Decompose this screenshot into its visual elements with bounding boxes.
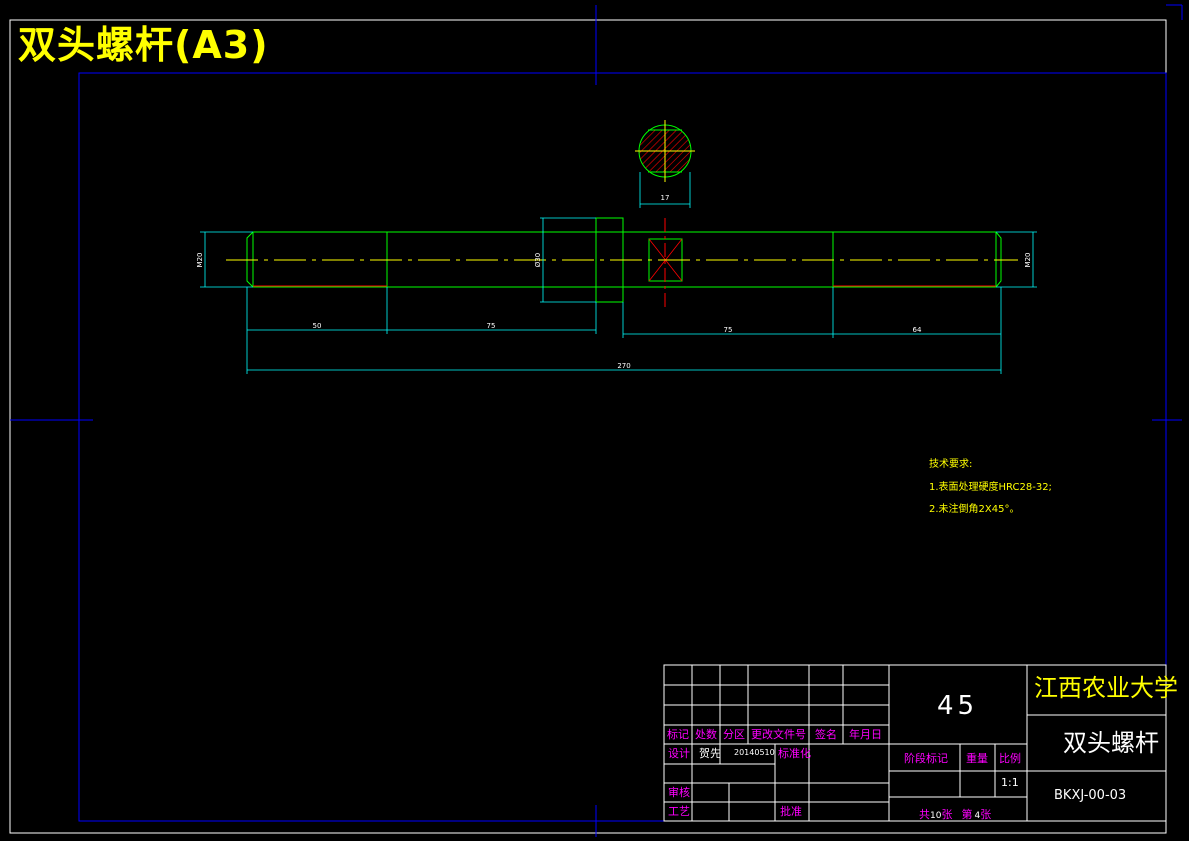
title-block-grid	[663, 664, 1167, 822]
sheet-border	[9, 19, 1167, 834]
diameter-dims	[200, 217, 1037, 303]
rev-header: 更改文件号	[751, 728, 806, 741]
weight-label: 重量	[966, 752, 988, 765]
rev-header: 标记	[667, 728, 689, 741]
drawing-number: BKXJ-00-03	[1054, 788, 1127, 803]
design-date: 20140510	[734, 748, 775, 757]
drawing-title: 双头螺杆(A3)	[18, 23, 269, 67]
organization-name: 江西农业大学	[1034, 674, 1178, 702]
rev-header: 分区	[723, 728, 745, 741]
part-name: 双头螺杆	[1063, 729, 1159, 757]
standardize-label: 标准化	[778, 747, 811, 760]
len-right-label: 64	[913, 326, 922, 334]
approve-label: 批准	[780, 805, 802, 818]
sheet-current: 4	[974, 811, 981, 821]
len-mid-left-label: 75	[487, 322, 496, 330]
len-left-label: 50	[313, 322, 322, 330]
scale-value: 1:1	[1001, 776, 1019, 789]
material-value: 45	[937, 691, 979, 721]
sheet-total: 10	[930, 811, 942, 821]
review-label: 审核	[668, 786, 690, 799]
notes-item: 1.表面处理硬度HRC28-32;	[929, 482, 1052, 493]
notes-item: 2.未注倒角2X45°。	[929, 504, 1020, 515]
drawing-frame	[78, 72, 1167, 822]
rev-header: 签名	[815, 728, 837, 741]
stage-label: 阶段标记	[904, 752, 948, 765]
sheet-current-label: 第	[961, 808, 973, 821]
scale-label: 比例	[999, 752, 1021, 765]
rev-header: 处数	[695, 728, 717, 741]
sheet-total-label: 共	[919, 808, 930, 821]
collar-diameter-label: Ø30	[534, 253, 542, 267]
left-thread-label: M20	[196, 253, 204, 268]
sheet-unit: 张	[980, 808, 992, 821]
section-width-label: 17	[661, 194, 670, 202]
notes-heading: 技术要求:	[929, 459, 973, 470]
process-label: 工艺	[668, 805, 690, 818]
design-label: 设计	[668, 747, 690, 760]
len-mid-right-label: 75	[724, 326, 733, 334]
designer-name: 贺先	[699, 747, 721, 760]
cross-section-view: 17	[635, 120, 695, 208]
sheet-unit: 张	[941, 808, 953, 821]
len-total-label: 270	[617, 362, 630, 370]
centering-marks	[10, 4, 1183, 837]
length-dims	[246, 287, 1002, 374]
rev-header: 年月日	[849, 728, 882, 741]
right-thread-label: M20	[1024, 253, 1032, 268]
